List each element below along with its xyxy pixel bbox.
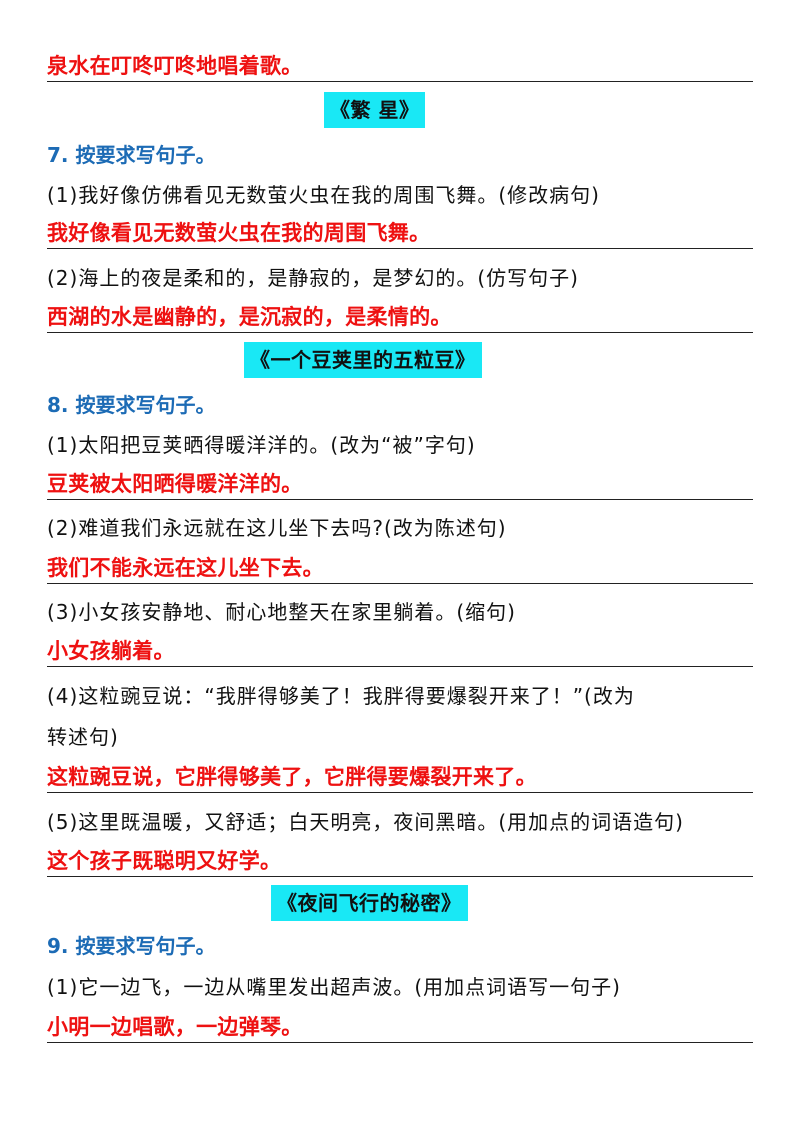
answer-line: 小女孩躺着。 xyxy=(47,636,753,667)
answer-line: 豆荚被太阳晒得暖洋洋的。 xyxy=(47,469,753,500)
section-title: 《夜间飞行的秘密》 xyxy=(271,885,468,921)
question-text-continued: 转述句) xyxy=(47,725,119,749)
question-text: (1)它一边飞，一边从嘴里发出超声波。(用加点词语写一句子) xyxy=(47,975,621,999)
question-text: (1)我好像仿佛看见无数萤火虫在我的周围飞舞。(修改病句) xyxy=(47,183,600,207)
section-title: 《繁 星》 xyxy=(324,92,426,128)
answer-line: 这粒豌豆说，它胖得够美了，它胖得要爆裂开来了。 xyxy=(47,762,753,793)
answer-line: 我们不能永远在这儿坐下去。 xyxy=(47,553,753,584)
question-heading: 9. 按要求写句子。 xyxy=(47,934,216,958)
question-text: (1)太阳把豆荚晒得暖洋洋的。(改为“被”字句) xyxy=(47,433,476,457)
answer-line: 这个孩子既聪明又好学。 xyxy=(47,846,753,877)
question-text: (4)这粒豌豆说：“我胖得够美了！我胖得要爆裂开来了！”(改为 xyxy=(47,684,635,708)
section-title: 《一个豆荚里的五粒豆》 xyxy=(244,342,482,378)
answer-line: 泉水在叮咚叮咚地唱着歌。 xyxy=(47,51,753,82)
question-heading: 7. 按要求写句子。 xyxy=(47,143,216,167)
answer-line: 我好像看见无数萤火虫在我的周围飞舞。 xyxy=(47,218,753,249)
question-heading: 8. 按要求写句子。 xyxy=(47,393,216,417)
answer-line: 西湖的水是幽静的，是沉寂的，是柔情的。 xyxy=(47,302,753,333)
answer-line: 小明一边唱歌，一边弹琴。 xyxy=(47,1012,753,1043)
question-text: (2)难道我们永远就在这儿坐下去吗?(改为陈述句) xyxy=(47,516,507,540)
question-text: (2)海上的夜是柔和的，是静寂的，是梦幻的。(仿写句子) xyxy=(47,266,579,290)
question-text: (3)小女孩安静地、耐心地整天在家里躺着。(缩句) xyxy=(47,600,516,624)
question-text: (5)这里既温暖，又舒适；白天明亮，夜间黑暗。(用加点的词语造句) xyxy=(47,810,684,834)
